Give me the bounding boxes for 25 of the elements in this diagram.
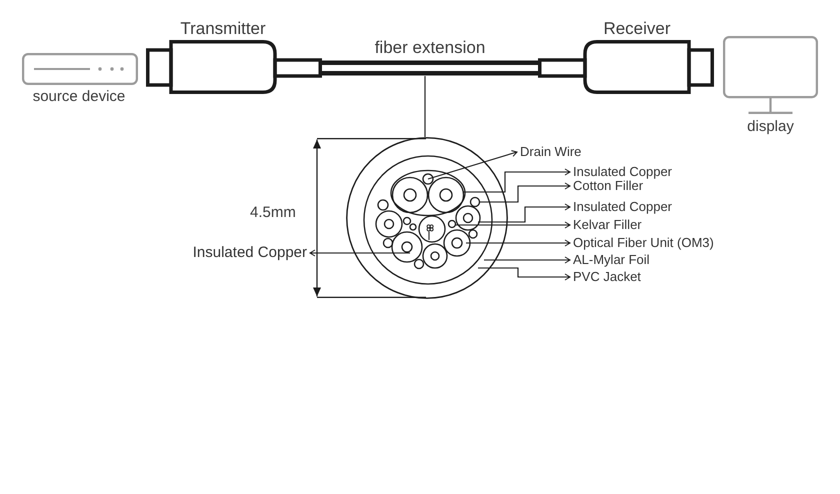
callout-label: PVC Jacket [573, 269, 641, 284]
callout-label: Insulated Copper [573, 199, 672, 214]
callout-label: Cotton Filler [573, 178, 644, 193]
leader-line [480, 182, 570, 203]
device-label: source device [32, 87, 126, 107]
callout-label: AL-Mylar Foil [573, 252, 650, 267]
fiber-cable [322, 60, 538, 76]
leader-line [456, 222, 570, 228]
leader-line [484, 256, 570, 264]
leader-line [466, 240, 570, 246]
callout-label: Drain Wire [520, 144, 582, 159]
leader-line [478, 267, 570, 280]
callout-label: Optical Fiber Unit (OM3) [573, 235, 714, 250]
connector-label: Transmitter [180, 18, 266, 40]
callout-label: Insulated Copper [192, 244, 307, 261]
connector-label: Receiver [603, 18, 671, 40]
leader-line [310, 250, 410, 256]
dimension-label: 4.5mm [250, 204, 296, 222]
leader-line [428, 150, 518, 180]
cable-cross-section [346, 137, 508, 299]
device-label: display [747, 117, 794, 137]
callout-label: Kelvar Filler [573, 217, 642, 232]
leader-line [478, 204, 570, 223]
leader-line [424, 76, 426, 137]
callout-label: Insulated Copper [573, 164, 672, 179]
